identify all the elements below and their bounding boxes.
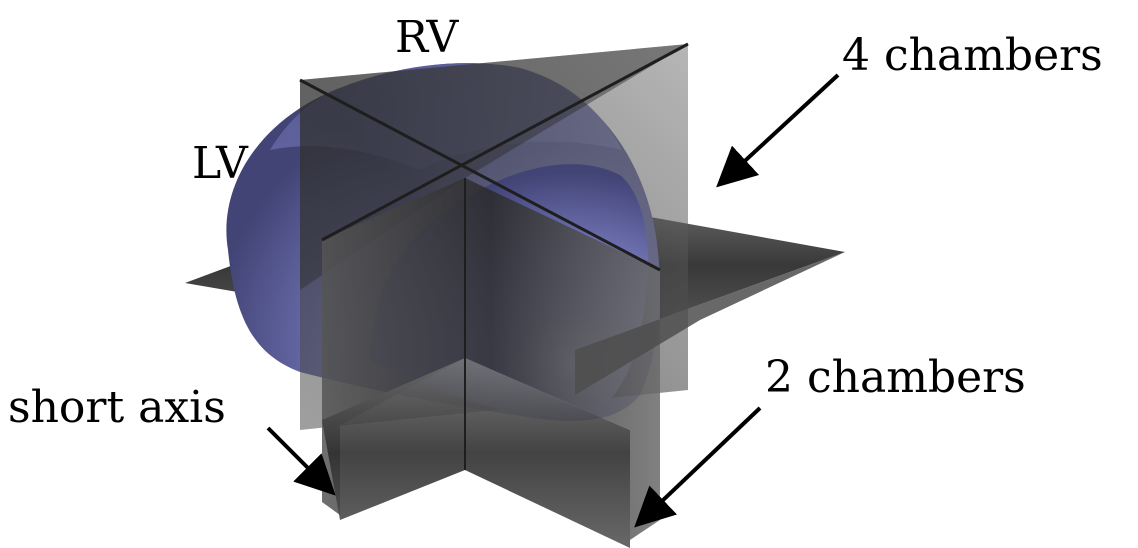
vertical-plane-lower [322, 358, 630, 548]
arrow-short-axis [266, 426, 336, 496]
label-rv: RV [395, 12, 460, 63]
label-lv: LV [192, 138, 249, 189]
label-four-chambers: 4 chambers [842, 30, 1103, 81]
two-chambers-plane [322, 178, 660, 540]
intersection-line-b [321, 42, 689, 242]
label-short-axis: short axis [8, 382, 226, 433]
arrow-four-chambers [716, 73, 840, 188]
intersection-line-a [299, 78, 661, 272]
label-two-chambers: 2 chambers [765, 352, 1026, 403]
arrow-two-chambers [634, 406, 762, 528]
four-chambers-plane-edge [300, 44, 688, 290]
